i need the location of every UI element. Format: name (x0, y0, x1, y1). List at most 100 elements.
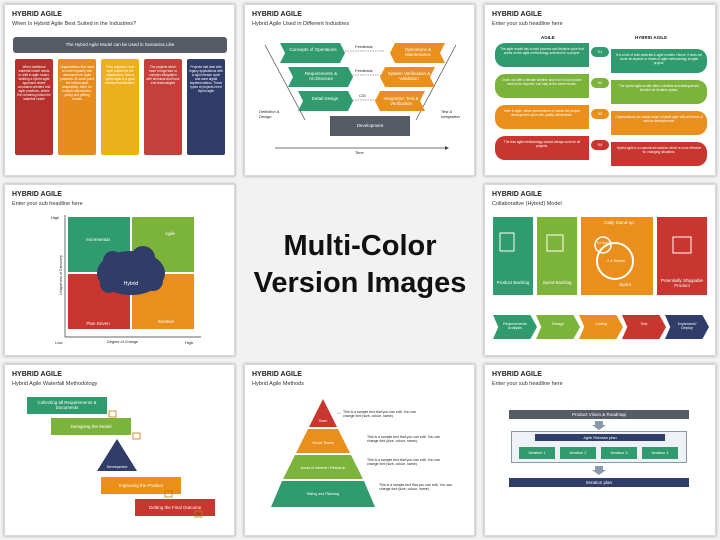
slide-subtitle: Collaborative (Hybrid) Model (492, 201, 562, 207)
slide-thumbnail-6[interactable]: HYBRID AGILE Hybrid Agile Waterfall Meth… (4, 364, 235, 536)
arrow-label-2: Feedback (355, 68, 373, 73)
slide-subtitle: Enter your sub headline here (492, 381, 563, 387)
quad-plan-driven: Plan Driven (86, 321, 110, 326)
row-number: 01 (591, 47, 609, 57)
slide-subtitle: Enter your sub headline here (12, 201, 83, 207)
column-text: Projects that deal with legacy applicati… (189, 65, 223, 93)
v-left-1: Concepts of Operations (289, 47, 337, 52)
high-x-label: High (185, 340, 194, 345)
flow-chevron: Test (622, 315, 666, 339)
product-vision-bar: Product Vision & Roadmap (509, 410, 689, 419)
arrow-label-3: C/D (359, 93, 366, 98)
hybrid-text: Organizations can easily adopt a hybrid … (615, 115, 703, 123)
agile-row: Here in agile, either performance or kno… (495, 105, 589, 129)
slide-thumbnail-4[interactable]: HYBRID AGILE Enter your sub headline her… (4, 184, 235, 356)
v-left-2: Requirements & Architecture (304, 71, 338, 81)
iteration-box: Iteration 4 (642, 447, 678, 459)
column-text: If the adoption of an agile culture for … (104, 65, 136, 85)
step-2-label: Designing the Model (70, 424, 112, 429)
slide-thumbnail-2[interactable]: HYBRID AGILE Hybrid Agile Used in Differ… (244, 4, 475, 176)
development-triangle (97, 410, 203, 518)
slide-subtitle: Hybrid Agile Methods (252, 381, 304, 387)
iteration-plan-bar: Iteration plan (509, 478, 689, 487)
slide-subtitle: Hybrid Agile Used in Different Industrie… (252, 21, 350, 27)
time-label: Time (355, 150, 364, 155)
step-2 (51, 418, 131, 435)
x-axis-label: Degree of Change (107, 340, 139, 344)
center-line-1: Multi-Color (283, 230, 437, 262)
column-text: Organizations that need to meet regularl… (60, 65, 94, 101)
slide-title: HYBRID AGILE (252, 11, 302, 18)
column-text: The projects which have a huge size or c… (146, 65, 180, 85)
slide-thumbnail-5[interactable]: HYBRID AGILE Collaborative (Hybrid) Mode… (484, 184, 716, 356)
pyramid (271, 399, 375, 507)
step-4 (101, 477, 181, 494)
hybrid-row: Organizations can easily adopt a hybrid … (611, 111, 707, 135)
slide-title: HYBRID AGILE (12, 371, 62, 378)
slide-thumbnail-3[interactable]: HYBRID AGILE Enter your sub headline her… (484, 4, 716, 176)
banner: The Hybrid Agile Model can be Used in Sc… (13, 37, 227, 53)
level-2-label: Virtual Teams (312, 441, 334, 445)
v-bottom: Development (356, 123, 384, 128)
card-product-backlog (493, 217, 533, 295)
iteration-box: Iteration 1 (519, 447, 555, 459)
row-number: 04 (591, 140, 609, 150)
slide-subtitle: Enter your sub headline here (492, 21, 563, 27)
slide-subtitle: Hybrid Agile Waterfall Methodology (12, 381, 98, 387)
flow-chevron: Implement/ Deploy (665, 315, 709, 339)
agile-text: The less agile methodology cannot always… (503, 140, 581, 148)
level-1-label: Team (318, 419, 328, 423)
agile-text: Does not offer a flexible timeline and i… (502, 78, 582, 86)
slide-thumbnail-1[interactable]: HYBRID AGILE When Is Hybrid Agile Best S… (4, 4, 235, 176)
slide-title: HYBRID AGILE (252, 371, 302, 378)
slide-title: HYBRID AGILE (492, 371, 542, 378)
center-line-2: Version Images (253, 267, 467, 299)
slide-title: HYBRID AGILE (492, 191, 542, 198)
agile-row: The agile model has a strict process and… (495, 43, 589, 67)
column-text: When traditional waterfall model needs t… (17, 65, 51, 101)
v-right-1: Operations & Maintenance (404, 47, 432, 57)
v-right-2: System Verification & Validation (387, 71, 431, 81)
card-shippable (657, 217, 707, 295)
flow-label: Implement/ Deploy (677, 322, 697, 330)
column-card: Organizations that need to meet regularl… (58, 59, 96, 155)
step-3-label: Development (106, 465, 128, 469)
v-left-3: Detail Design (311, 96, 339, 101)
agile-text: The agile model has a strict process and… (500, 47, 584, 55)
release-plan-bar: Agile Release plan (535, 434, 665, 441)
col-left-header: AGILE (541, 35, 555, 40)
y-axis-label: Uniqueness of Discovery (59, 255, 63, 295)
slide-thumbnail-8[interactable]: HYBRID AGILE Enter your sub headline her… (484, 364, 716, 536)
slide-title: HYBRID AGILE (12, 11, 62, 18)
agile-row: The less agile methodology cannot always… (495, 136, 589, 160)
hybrid-text: Hybrid agile is a customized solution wh… (616, 146, 702, 154)
slide-subtitle: When Is Hybrid Agile Best Suited in the … (12, 21, 137, 27)
column-card: When traditional waterfall model needs t… (15, 59, 53, 155)
agile-text: Here in agile, either performance or kno… (504, 109, 580, 117)
hybrid-row: Hybrid agile is a customized solution wh… (611, 142, 707, 166)
hybrid-label: Hybrid (123, 281, 139, 287)
quad-agile: Agile (164, 231, 175, 236)
step-1-label: Collecting all Requirements & Documents (37, 400, 97, 410)
step-1 (27, 397, 107, 414)
iteration-box: Iteration 3 (601, 447, 637, 459)
column-card: The projects which have a huge size or c… (144, 59, 182, 155)
step-4-label: Improving the Product (118, 483, 164, 488)
flow-chevron: Design (536, 315, 580, 339)
sample-text-4: This is a sample text that you can edit.… (379, 483, 452, 491)
iteration-box: Iteration 2 (560, 447, 596, 459)
flow-label: Design (552, 322, 564, 326)
sprint-cycle (499, 232, 692, 280)
label-sprint: Sprint (619, 282, 631, 287)
quadrant-chart (64, 215, 201, 338)
label-product-backlog: Product Backlog (496, 280, 530, 285)
hybrid-text: It is a mix of both waterfall & agile mo… (615, 53, 703, 65)
sample-text-3: This is a sample text that you can edit.… (367, 458, 440, 466)
level-3-label: Areas of Interest / Research (300, 466, 346, 470)
label-standup: Daily Stand-up (604, 220, 634, 225)
slide-thumbnail-7[interactable]: HYBRID AGILE Hybrid Agile Methods Team V… (244, 364, 475, 536)
agile-row: Does not offer a flexible timeline and i… (495, 74, 589, 98)
slide-title: HYBRID AGILE (492, 11, 542, 18)
column-card: If the adoption of an agile culture for … (101, 59, 139, 155)
hybrid-text: The hybrid agile model offers a flexible… (618, 84, 700, 92)
